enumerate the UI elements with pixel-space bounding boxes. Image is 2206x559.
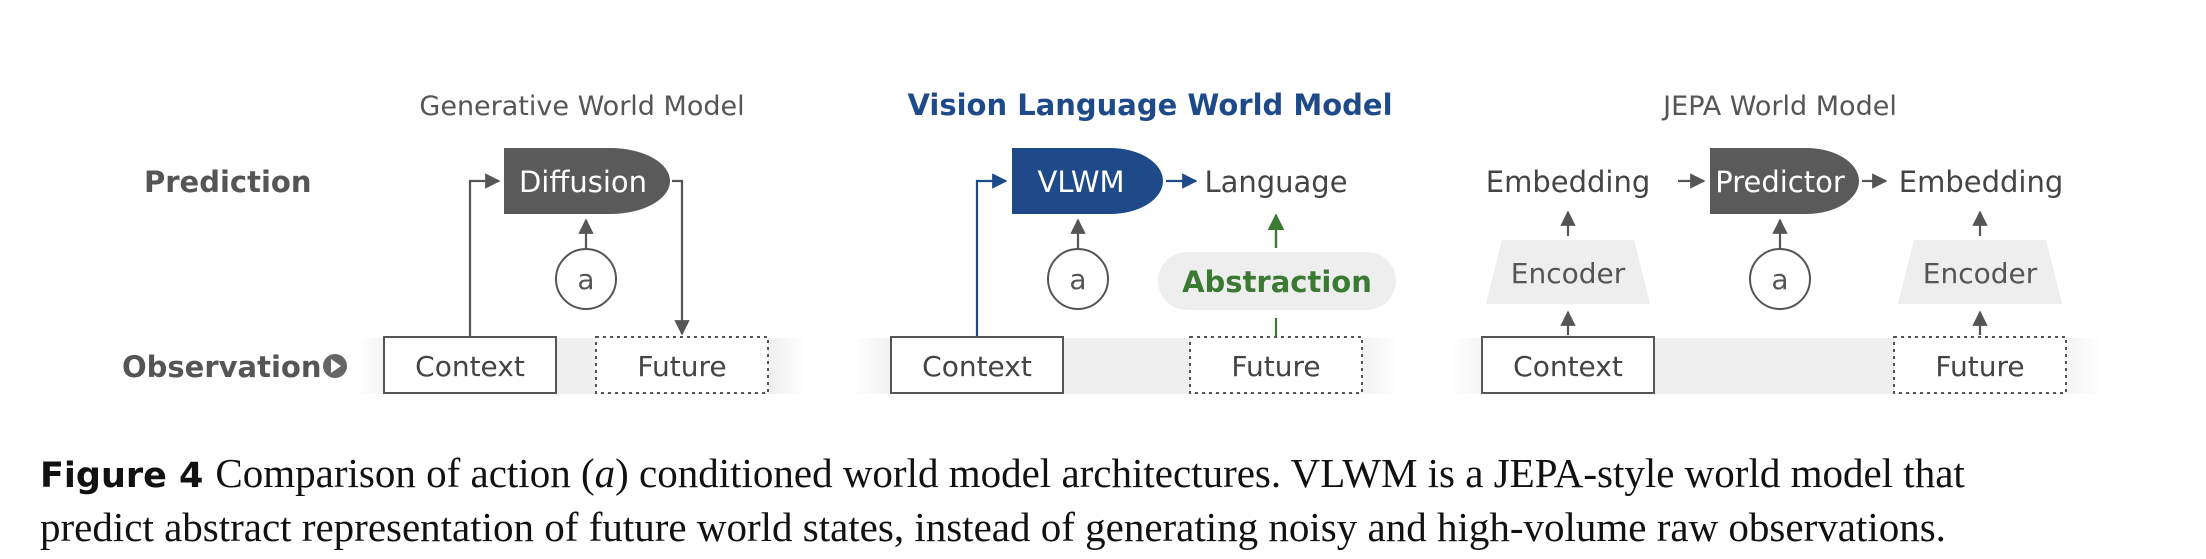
panel-title-generative: Generative World Model <box>419 91 744 122</box>
future-label: Future <box>1935 350 2024 383</box>
panel-title-jepa: JEPA World Model <box>1661 91 1897 122</box>
caption-text-1a: Comparison of action ( <box>215 450 595 496</box>
model-to-future-arrow <box>672 179 690 336</box>
play-circle-icon <box>323 354 347 378</box>
panel-vlwm: Vision Language World Model VLWM Languag… <box>852 88 1400 394</box>
context-to-model-arrow <box>975 173 1008 336</box>
abstraction-label: Abstraction <box>1182 265 1372 299</box>
context-box <box>383 336 557 394</box>
diffusion-model-block <box>504 148 670 214</box>
context-label: Context <box>922 350 1032 383</box>
action-label: a <box>1069 263 1086 296</box>
action-label: a <box>1771 263 1788 296</box>
caption-action-symbol: a <box>594 450 616 496</box>
panel-title-vlwm: Vision Language World Model <box>907 88 1392 122</box>
future-box <box>1893 336 2067 394</box>
input-embedding-label: Embedding <box>1486 165 1650 199</box>
row-label-prediction: Prediction <box>144 165 312 199</box>
action-node <box>1047 248 1109 310</box>
context-box <box>1481 336 1655 394</box>
encoder-left-label: Encoder <box>1511 257 1626 290</box>
language-output: Language <box>1204 165 1347 199</box>
row-label-observation: Observation <box>122 350 322 384</box>
panel-generative: Generative World Model Diffusion a Conte… <box>358 91 806 394</box>
abstraction-pill <box>1158 252 1396 310</box>
caption-text-1b: ) conditioned world model architectures.… <box>615 450 1965 496</box>
future-label: Future <box>637 350 726 383</box>
action-label: a <box>577 263 594 296</box>
encoder-right-block <box>1898 240 2062 304</box>
figure-caption: Figure 4 Comparison of action (a) conditi… <box>40 448 2200 553</box>
predictor-label: Predictor <box>1715 165 1845 199</box>
diffusion-label: Diffusion <box>519 165 647 199</box>
context-label: Context <box>415 350 525 383</box>
context-to-model-arrow <box>468 173 501 336</box>
predictor-model-block <box>1710 148 1859 214</box>
architecture-diagram: Prediction Observation Generative World … <box>122 88 2104 394</box>
vlwm-model-block <box>1012 148 1163 214</box>
encoder-right-label: Encoder <box>1923 257 2038 290</box>
future-box <box>595 336 769 394</box>
caption-line-1: Figure 4 Comparison of action (a) conditi… <box>40 448 2200 502</box>
context-box <box>890 336 1064 394</box>
figure-label: Figure 4 <box>40 456 204 496</box>
action-node <box>555 248 617 310</box>
vlwm-label: VLWM <box>1037 165 1124 199</box>
action-node <box>1749 248 1811 310</box>
future-label: Future <box>1231 350 1320 383</box>
panel-jepa: JEPA World Model Embedding Predictor Emb… <box>1448 91 2104 394</box>
caption-line-2: predict abstract representation of futur… <box>40 504 1946 550</box>
context-label: Context <box>1513 350 1623 383</box>
future-box <box>1189 336 1363 394</box>
output-embedding-label: Embedding <box>1899 165 2063 199</box>
encoder-left-block <box>1486 240 1650 304</box>
